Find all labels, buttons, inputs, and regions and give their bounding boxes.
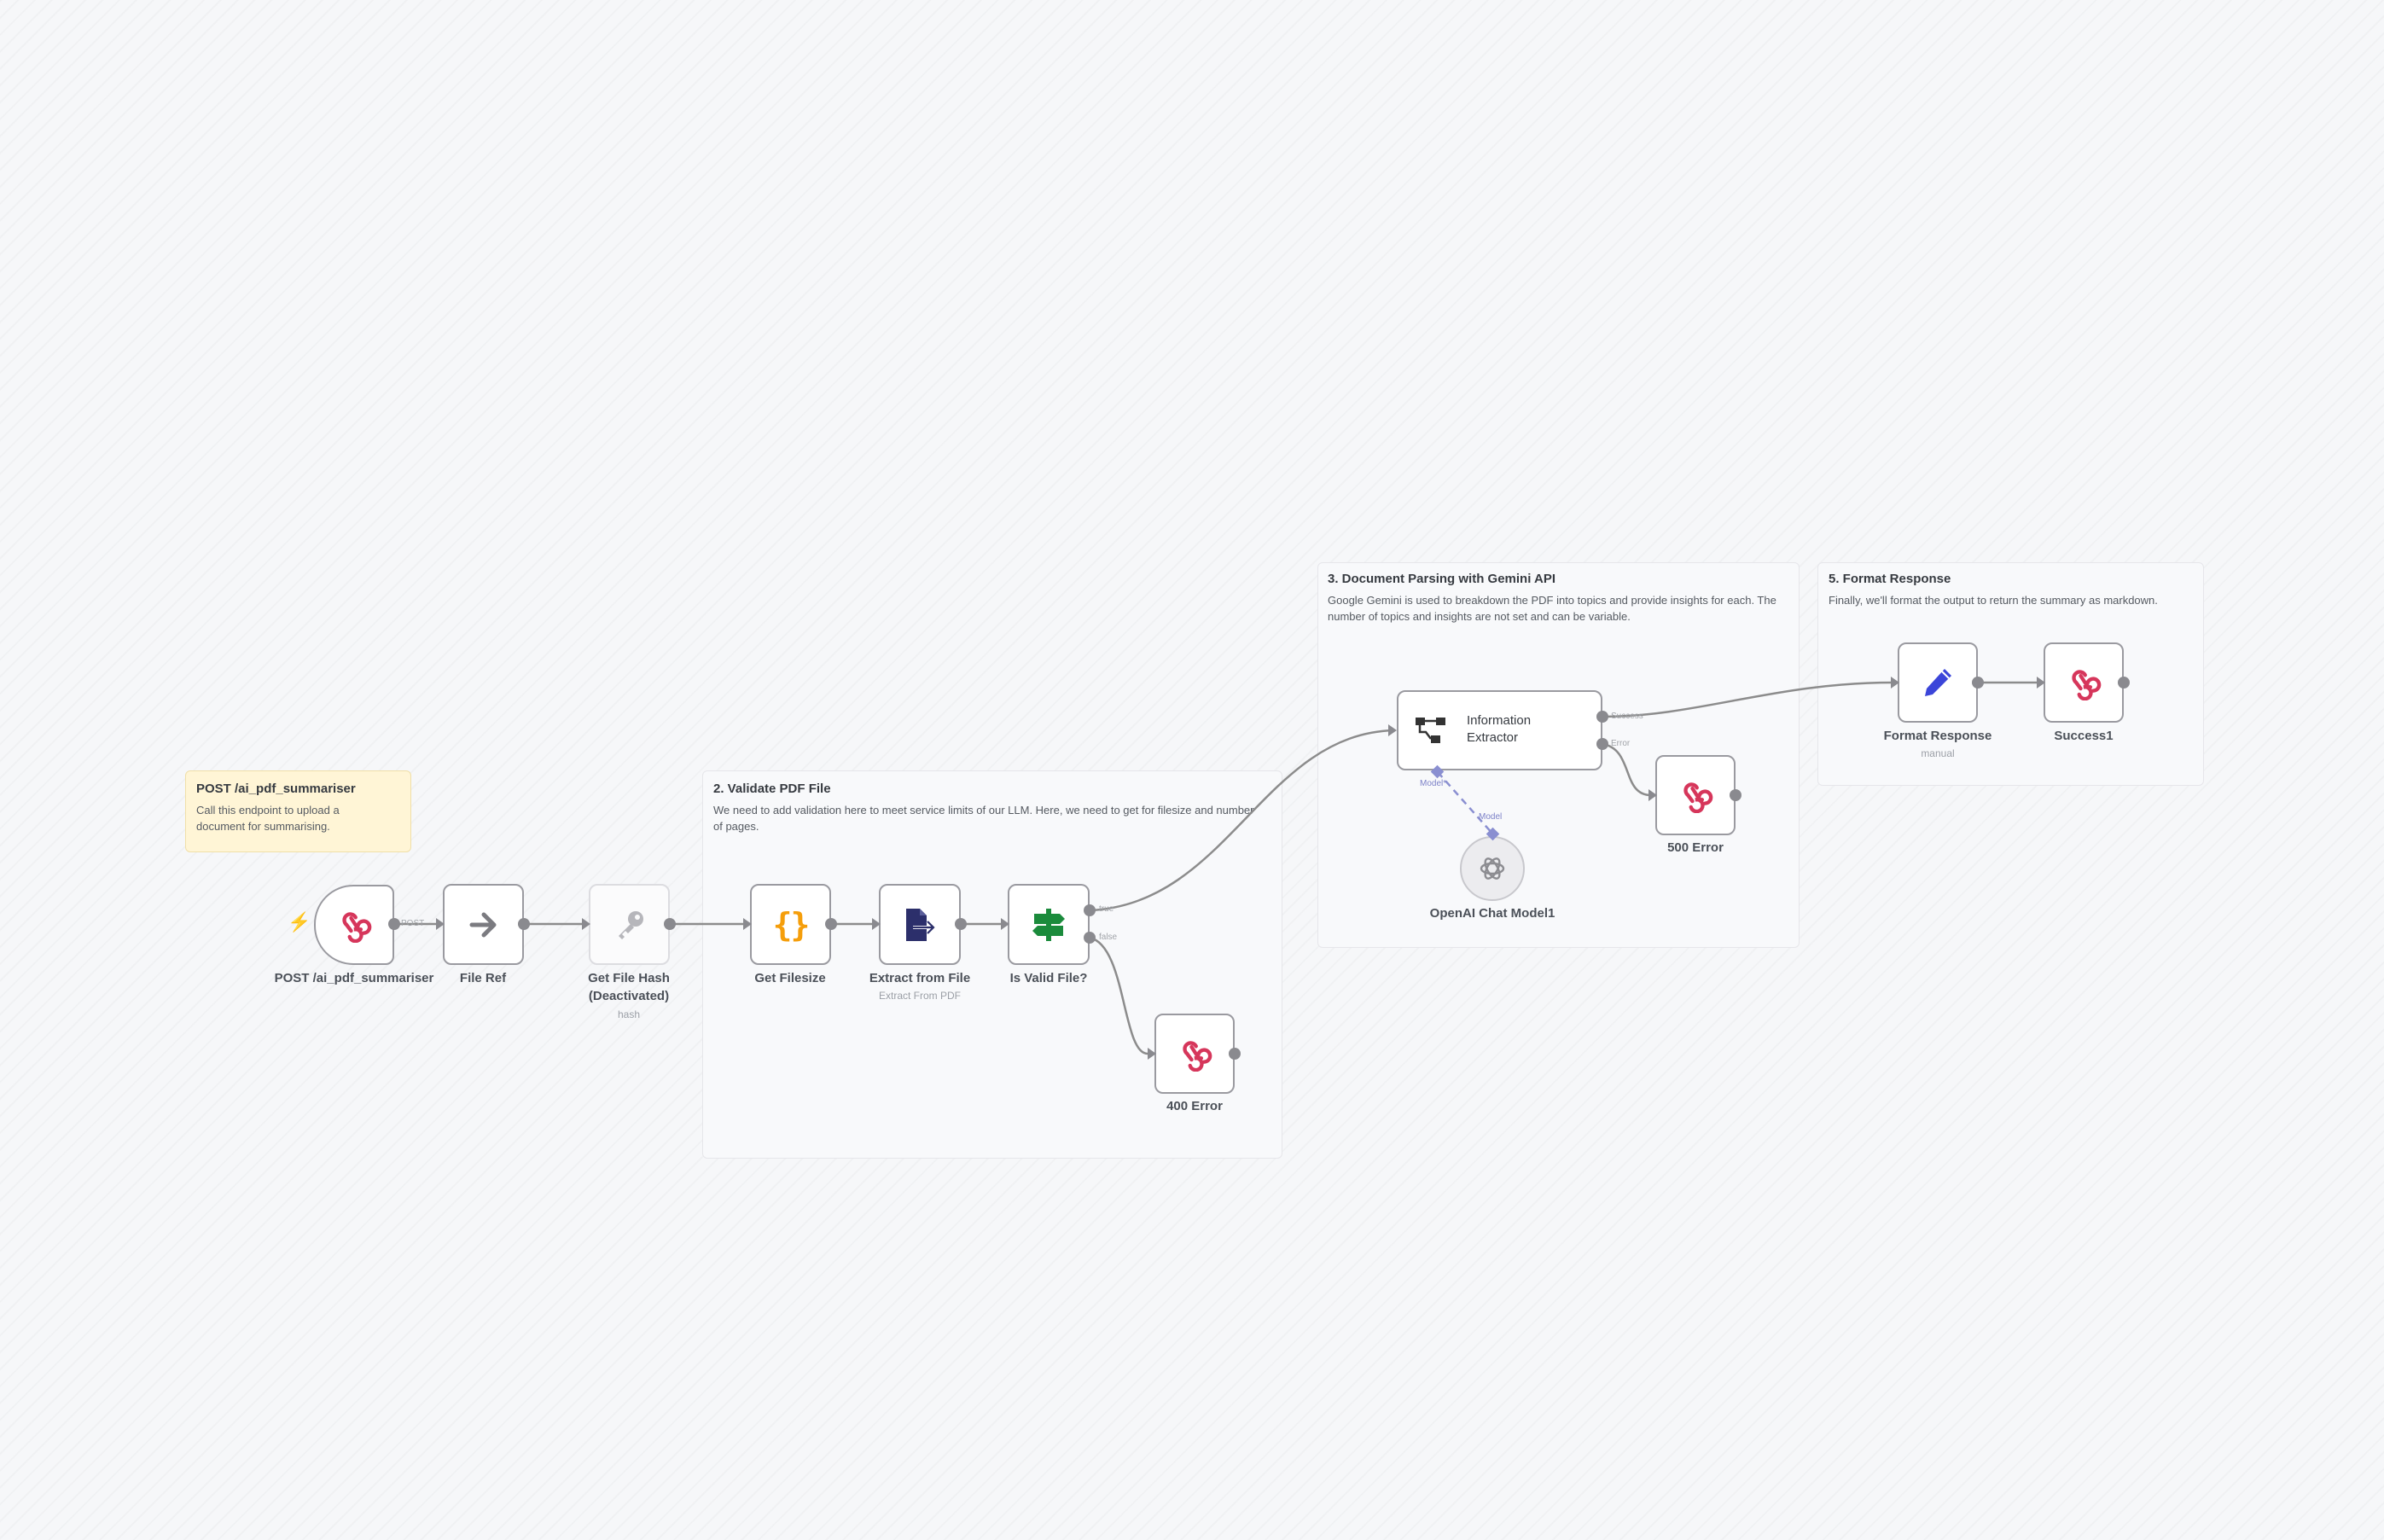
input-handle[interactable] bbox=[436, 918, 445, 930]
node-format-response[interactable] bbox=[1898, 642, 1978, 723]
openai-icon bbox=[1462, 838, 1523, 899]
output-handle-success[interactable] bbox=[1596, 711, 1608, 723]
node-information-extractor[interactable]: Information Extractor bbox=[1397, 690, 1602, 770]
output-handle[interactable] bbox=[1730, 789, 1741, 801]
webhook-icon bbox=[2045, 644, 2122, 721]
tree-icon bbox=[1398, 692, 1463, 769]
sticky-note-text: Google Gemini is used to breakdown the P… bbox=[1328, 594, 1776, 623]
handle-label-model: Model* bbox=[1420, 779, 1447, 788]
node-label: 500 Error bbox=[1667, 840, 1724, 855]
input-handle[interactable] bbox=[1148, 1048, 1156, 1060]
sticky-note-text: We need to add validation here to meet s… bbox=[713, 804, 1254, 833]
handle-label-post: POST bbox=[401, 919, 425, 928]
sticky-note-intro[interactable]: POST /ai_pdf_summariser Call this endpoi… bbox=[185, 770, 411, 852]
input-handle[interactable] bbox=[2037, 677, 2045, 689]
trigger-bolt-icon: ⚡ bbox=[288, 911, 311, 933]
output-handle[interactable] bbox=[664, 918, 676, 930]
code-braces-icon: {} bbox=[772, 905, 811, 944]
webhook-icon bbox=[1657, 757, 1734, 834]
file-export-icon bbox=[881, 886, 959, 963]
node-get-filesize[interactable]: {} bbox=[750, 884, 831, 965]
output-handle[interactable] bbox=[518, 918, 530, 930]
output-handle-error[interactable] bbox=[1596, 738, 1608, 750]
output-handle-true[interactable] bbox=[1084, 904, 1096, 916]
node-extract-from-file[interactable] bbox=[879, 884, 961, 965]
handle-label-error: Error bbox=[1611, 739, 1631, 748]
webhook-icon bbox=[316, 886, 392, 963]
node-file-ref[interactable] bbox=[443, 884, 524, 965]
sticky-note-title: 2. Validate PDF File bbox=[713, 782, 831, 796]
handle-label-model: Model bbox=[1479, 812, 1503, 822]
input-handle[interactable] bbox=[1388, 724, 1397, 736]
node-500-error[interactable] bbox=[1655, 755, 1736, 835]
handle-label-true: true bbox=[1099, 904, 1114, 914]
node-subtitle: hash bbox=[617, 1008, 641, 1020]
output-handle[interactable] bbox=[1972, 677, 1984, 689]
output-handle[interactable] bbox=[1229, 1048, 1241, 1060]
sticky-note-title: 3. Document Parsing with Gemini API bbox=[1328, 572, 1555, 586]
pencil-icon bbox=[1899, 644, 1976, 721]
node-success[interactable] bbox=[2044, 642, 2124, 723]
sticky-note-title: 5. Format Response bbox=[1829, 572, 1951, 586]
webhook-icon bbox=[1156, 1015, 1233, 1092]
input-handle[interactable] bbox=[743, 918, 752, 930]
output-handle[interactable] bbox=[2118, 677, 2130, 689]
signpost-icon bbox=[1009, 886, 1088, 963]
sticky-note-text: Finally, we'll format the output to retu… bbox=[1829, 594, 2158, 607]
key-icon bbox=[590, 886, 668, 963]
sticky-note-format[interactable]: 5. Format Response Finally, we'll format… bbox=[1817, 562, 2204, 786]
input-handle[interactable] bbox=[1648, 789, 1657, 801]
input-handle[interactable] bbox=[872, 918, 881, 930]
handle-label-false: false bbox=[1099, 933, 1118, 942]
node-label: POST /ai_pdf_summariser bbox=[274, 971, 434, 985]
output-handle[interactable] bbox=[825, 918, 837, 930]
node-get-file-hash[interactable] bbox=[589, 884, 670, 965]
output-handle-false[interactable] bbox=[1084, 932, 1096, 944]
node-webhook-trigger[interactable] bbox=[314, 885, 394, 965]
node-subtitle: manual bbox=[1921, 747, 1955, 759]
node-label: Is Valid File? bbox=[1009, 971, 1088, 985]
output-handle[interactable] bbox=[388, 918, 400, 930]
sticky-note-title: POST /ai_pdf_summariser bbox=[196, 782, 356, 796]
node-label: OpenAI Chat Model1 bbox=[1429, 906, 1555, 921]
node-400-error[interactable] bbox=[1154, 1014, 1235, 1094]
node-label: 400 Error bbox=[1166, 1099, 1223, 1113]
node-label: Get Filesize bbox=[754, 971, 826, 985]
node-is-valid-file[interactable] bbox=[1008, 884, 1090, 965]
node-subtitle: Extract From PDF bbox=[878, 990, 961, 1002]
output-handle[interactable] bbox=[955, 918, 967, 930]
node-label: Format Response bbox=[1883, 729, 1992, 743]
arrow-right-icon bbox=[445, 886, 522, 963]
handle-label-success: Success bbox=[1611, 712, 1643, 721]
node-label: Information Extractor bbox=[1467, 713, 1532, 745]
node-label: File Ref bbox=[459, 971, 507, 985]
input-handle[interactable] bbox=[1891, 677, 1899, 689]
input-handle[interactable] bbox=[1001, 918, 1009, 930]
node-label: Get File Hash (Deactivated) bbox=[588, 971, 670, 1003]
node-openai-chat-model[interactable] bbox=[1460, 836, 1525, 901]
node-label: Extract from File bbox=[869, 971, 971, 985]
node-label: Success1 bbox=[2054, 729, 2114, 743]
input-handle[interactable] bbox=[582, 918, 590, 930]
sticky-note-text: Call this endpoint to upload a document … bbox=[196, 804, 340, 833]
